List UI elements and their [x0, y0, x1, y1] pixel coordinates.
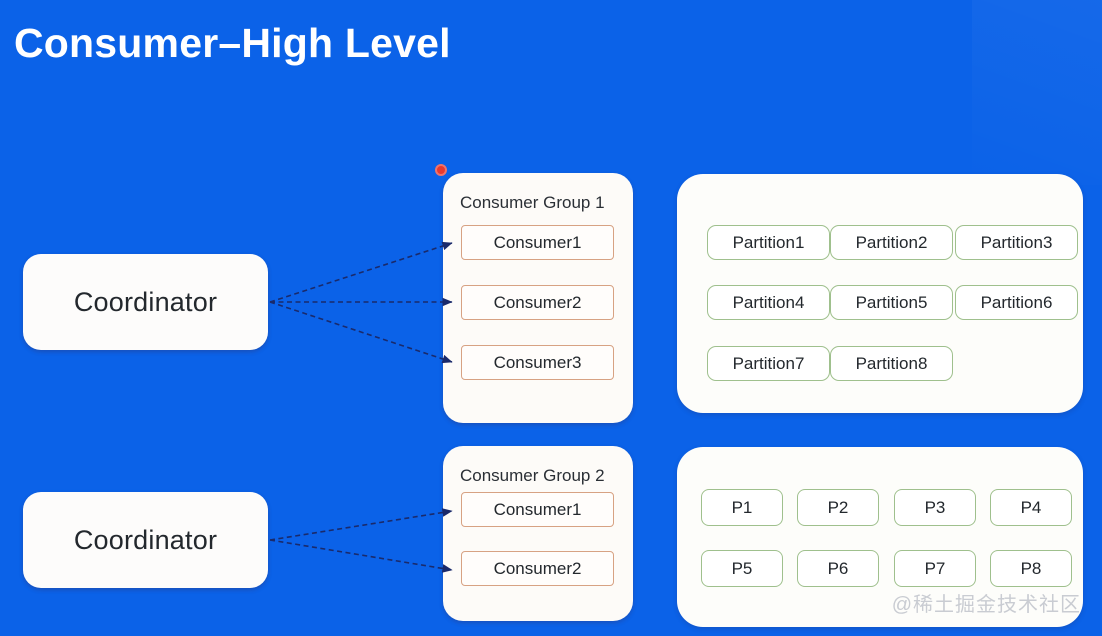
partition-box[interactable]: Partition6 [955, 285, 1078, 320]
connector-line [269, 241, 453, 303]
consumer-box[interactable]: Consumer1 [461, 492, 614, 527]
partition-box[interactable]: Partition5 [830, 285, 953, 320]
partition-panel-2: P1 P2 P3 P4 P5 P6 P7 P8 @稀土掘金技术社区 [677, 447, 1083, 627]
status-dot-icon [435, 164, 447, 176]
partition-box[interactable]: P4 [990, 489, 1072, 526]
partition-box[interactable]: Partition3 [955, 225, 1078, 260]
partition-box[interactable]: P3 [894, 489, 976, 526]
background-highlight [972, 0, 1102, 185]
coordinator-box-2[interactable]: Coordinator [23, 492, 268, 588]
partition-box[interactable]: Partition8 [830, 346, 953, 381]
partition-panel-1: Partition1 Partition2 Partition3 Partiti… [677, 174, 1083, 413]
watermark-text: @稀土掘金技术社区 [891, 594, 1081, 616]
partition-box[interactable]: Partition1 [707, 225, 830, 260]
consumer-box[interactable]: Consumer3 [461, 345, 614, 380]
coordinator-label: Coordinator [73, 286, 218, 317]
coordinator-box-1[interactable]: Coordinator [23, 254, 268, 350]
consumer-box[interactable]: Consumer1 [461, 225, 614, 260]
partition-box[interactable]: P5 [701, 550, 783, 587]
connector-line [269, 539, 453, 573]
partition-box[interactable]: P7 [894, 550, 976, 587]
partition-box[interactable]: P1 [701, 489, 783, 526]
consumer-group-title: Consumer Group 2 [460, 466, 605, 485]
partition-box[interactable]: Partition2 [830, 225, 953, 260]
partition-box[interactable]: Partition7 [707, 346, 830, 381]
consumer-group-panel-2[interactable]: Consumer Group 2 Consumer1 Consumer2 [443, 446, 633, 621]
partition-box[interactable]: P2 [797, 489, 879, 526]
page-title: Consumer–High Level [14, 20, 451, 66]
connector-line [269, 508, 453, 541]
partition-box[interactable]: P6 [797, 550, 879, 587]
partition-box[interactable]: P8 [990, 550, 1072, 587]
consumer-group-title: Consumer Group 1 [460, 193, 605, 212]
coordinator-label: Coordinator [73, 524, 218, 555]
partition-box[interactable]: Partition4 [707, 285, 830, 320]
consumer-box[interactable]: Consumer2 [461, 551, 614, 586]
consumer-group-panel-1[interactable]: Consumer Group 1 Consumer1 Consumer2 Con… [435, 164, 633, 423]
consumer-box[interactable]: Consumer2 [461, 285, 614, 320]
connector-line [269, 301, 453, 364]
